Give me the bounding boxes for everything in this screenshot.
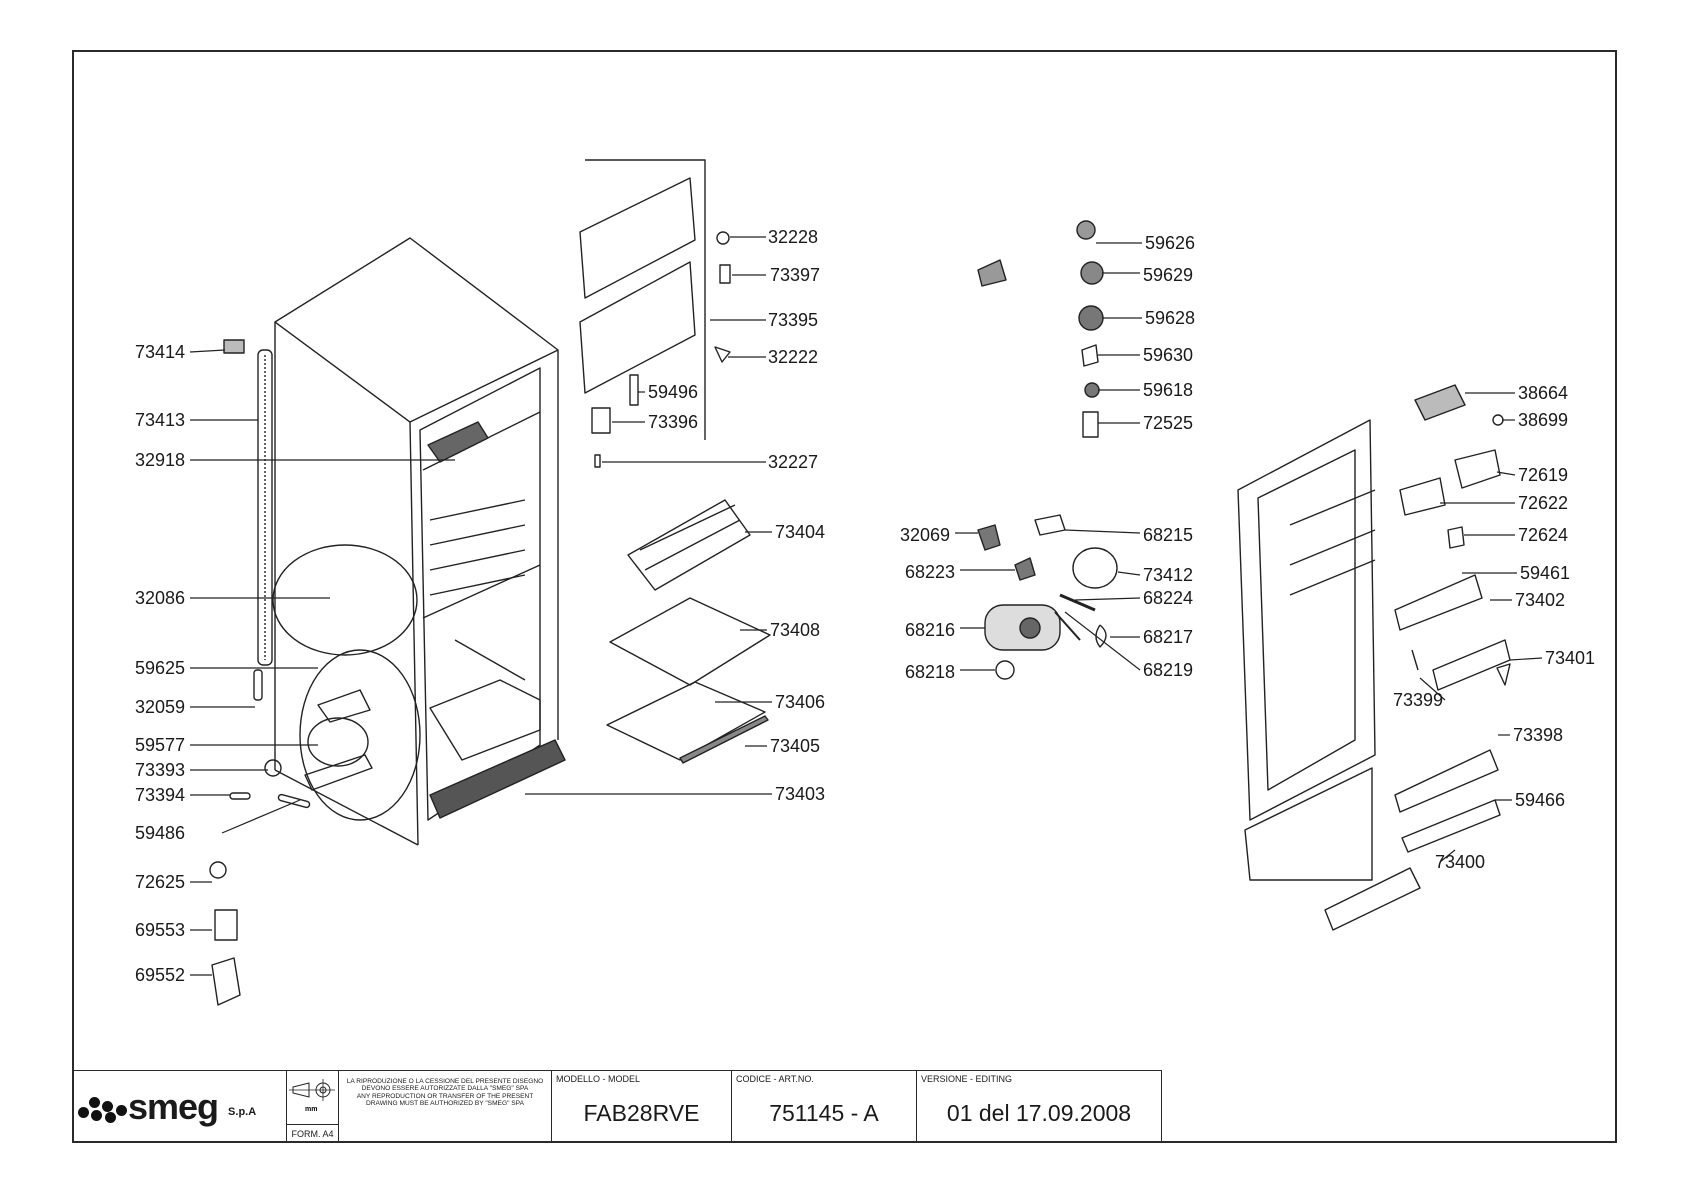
part-label-32069: 32069 (900, 525, 950, 545)
code-value: 751145 - A (769, 1100, 879, 1126)
title-block: smeg S.p.A mm FORM. A4 LA RIPRODUZIONE O… (72, 1070, 1162, 1143)
part-labels: 73414 73413 32918 32086 59625 32059 59577 73393… (135, 227, 1595, 985)
version-field: VERSIONE - EDITING 01 del 17.09.2008 (917, 1071, 1162, 1143)
part-label-59628: 59628 (1145, 308, 1195, 328)
part-label-72624: 72624 (1518, 525, 1568, 545)
legal-text-it: LA RIPRODUZIONE O LA CESSIONE DEL PRESEN… (346, 1078, 544, 1093)
part-label-73413: 73413 (135, 410, 185, 430)
part-label-73401: 73401 (1545, 648, 1595, 668)
part-label-69553: 69553 (135, 920, 185, 940)
part-label-72625: 72625 (135, 872, 185, 892)
part-label-68217: 68217 (1143, 627, 1193, 647)
leader-line (1064, 611, 1141, 671)
part-label-73398: 73398 (1513, 725, 1563, 745)
part-label-73404: 73404 (775, 522, 825, 542)
part-label-73406: 73406 (775, 692, 825, 712)
model-value: FAB28RVE (583, 1100, 700, 1126)
legal-notice: LA RIPRODUZIONE O LA CESSIONE DEL PRESEN… (339, 1071, 552, 1143)
part-label-73394: 73394 (135, 785, 185, 805)
part-label-72619: 72619 (1518, 465, 1568, 485)
leader-line (1117, 571, 1141, 576)
part-label-68219: 68219 (1143, 660, 1193, 680)
projection-unit: mm (305, 1106, 317, 1113)
part-label-73393: 73393 (135, 760, 185, 780)
part-label-59630: 59630 (1143, 345, 1193, 365)
part-label-59618: 59618 (1143, 380, 1193, 400)
part-label-59625: 59625 (135, 658, 185, 678)
cabinet-outline (257, 237, 566, 846)
part-label-32227: 32227 (768, 452, 818, 472)
part-label-59577: 59577 (135, 735, 185, 755)
part-label-68218: 68218 (905, 662, 955, 682)
part-label-32086: 32086 (135, 588, 185, 608)
part-label-73395: 73395 (768, 310, 818, 330)
part-label-68215: 68215 (1143, 525, 1193, 545)
part-label-73402: 73402 (1515, 590, 1565, 610)
part-label-73400: 73400 (1435, 852, 1485, 872)
part-label-73399: 73399 (1393, 690, 1443, 710)
part-label-59626: 59626 (1145, 233, 1195, 253)
code-caption: CODICE - ART.NO. (736, 1074, 814, 1084)
part-label-73408: 73408 (770, 620, 820, 640)
logo-dots-icon (78, 1093, 127, 1123)
version-caption: VERSIONE - EDITING (921, 1074, 1013, 1084)
part-label-59496: 59496 (648, 382, 698, 402)
part-label-73396: 73396 (648, 412, 698, 432)
part-label-69552: 69552 (135, 965, 185, 985)
brand-suffix: S.p.A (228, 1106, 257, 1118)
part-label-32059: 32059 (135, 697, 185, 717)
model-field: MODELLO - MODEL FAB28RVE (552, 1071, 732, 1143)
part-label-73405: 73405 (770, 736, 820, 756)
part-label-59466: 59466 (1515, 790, 1565, 810)
version-value: 01 del 17.09.2008 (946, 1100, 1132, 1126)
leader-line (1419, 677, 1446, 701)
part-label-68224: 68224 (1143, 588, 1193, 608)
part-label-68223: 68223 (905, 562, 955, 582)
legal-text-en: ANY REPRODUCTION OR TRANSFER OF THE PRES… (356, 1092, 534, 1108)
part-label-59486: 59486 (135, 823, 185, 843)
model-caption: MODELLO - MODEL (556, 1074, 641, 1084)
part-label-38699: 38699 (1518, 410, 1568, 430)
leader-line (189, 349, 226, 353)
format-label: FORM. A4 (291, 1129, 334, 1139)
brand-name: smeg (128, 1086, 219, 1127)
part-label-59461: 59461 (1520, 563, 1570, 583)
part-label-73397: 73397 (770, 265, 820, 285)
smeg-logo: smeg S.p.A (72, 1071, 287, 1143)
part-label-38664: 38664 (1518, 383, 1568, 403)
leader-line (1064, 529, 1141, 534)
part-label-73414: 73414 (135, 342, 185, 362)
part-label-59629: 59629 (1143, 265, 1193, 285)
drawing-frame (72, 50, 1617, 1143)
code-field: CODICE - ART.NO. 751145 - A (732, 1071, 917, 1143)
leader-line (1074, 597, 1141, 601)
leader-line (221, 799, 301, 834)
part-label-68216: 68216 (905, 620, 955, 640)
projection-symbol-icon: mm (287, 1071, 338, 1125)
part-label-73412: 73412 (1143, 565, 1193, 585)
part-label-72525: 72525 (1143, 413, 1193, 433)
leader-line (1439, 849, 1456, 863)
part-label-73403: 73403 (775, 784, 825, 804)
leader-line (1496, 471, 1516, 476)
leader-line (1509, 657, 1543, 661)
part-label-72622: 72622 (1518, 493, 1568, 513)
part-label-32228: 32228 (768, 227, 818, 247)
part-label-32222: 32222 (768, 347, 818, 367)
part-label-32918: 32918 (135, 450, 185, 470)
projection-cell: mm FORM. A4 (287, 1071, 339, 1143)
